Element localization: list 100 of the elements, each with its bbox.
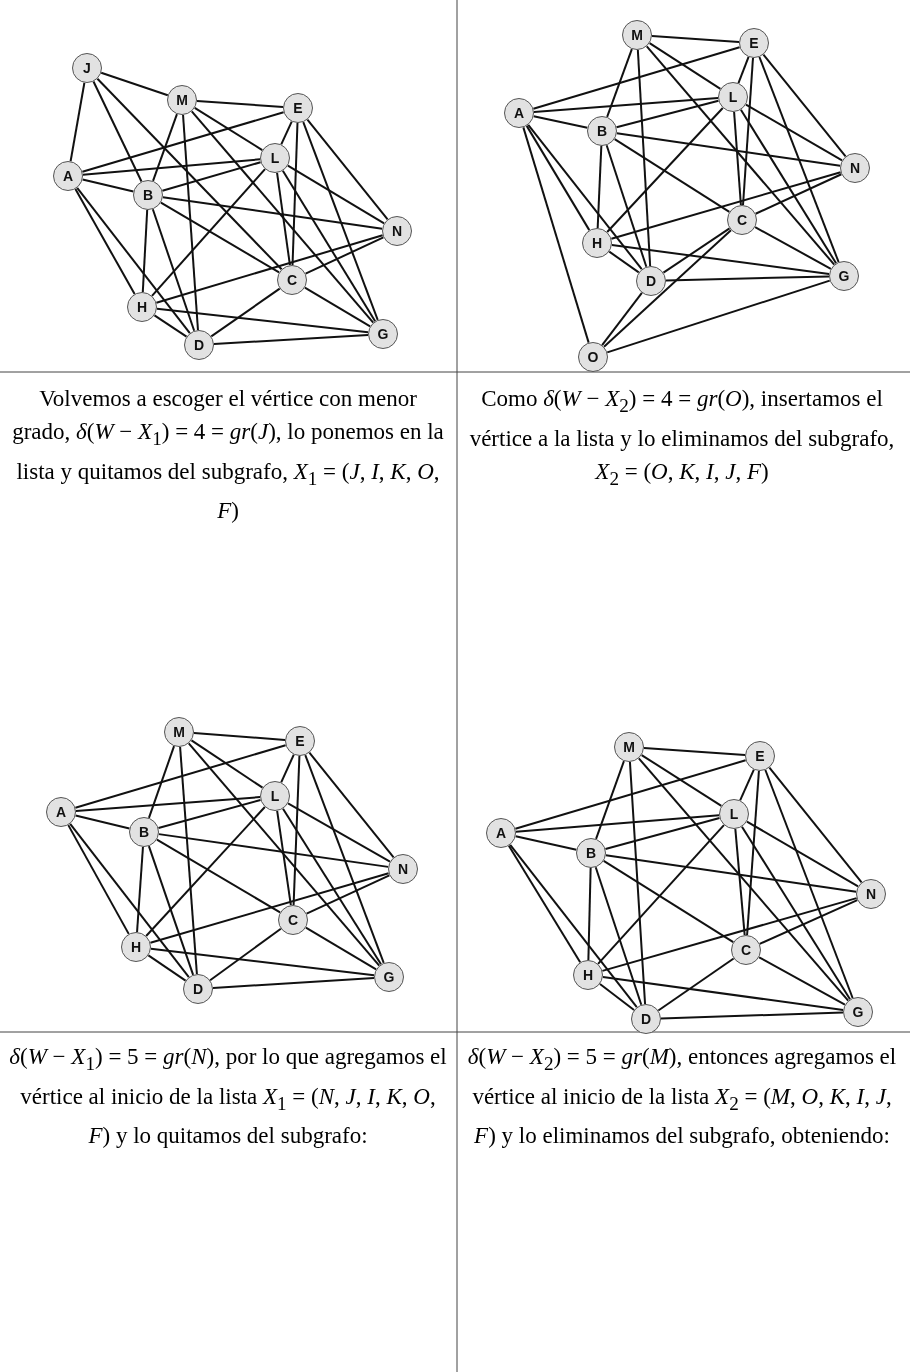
vertex-circle: D xyxy=(184,330,214,360)
graph-edge xyxy=(628,760,647,1006)
graph-edge xyxy=(606,279,831,354)
vertex-circle: D xyxy=(636,266,666,296)
vertex-circle: M xyxy=(167,85,197,115)
graph-edge xyxy=(195,100,285,108)
vertex-circle: A xyxy=(46,797,76,827)
graph-edge xyxy=(734,827,746,937)
graph-edge xyxy=(662,227,731,274)
cell-text: δ(W − X$_{2}$) = 5 = gr(M), entonces agregamos el vértice al inicio de la lista X$_{2}$ = (M, O, K, I, J, F) y lo eliminamos del subgrafo, obteniendo: xyxy=(466,1043,898,1151)
graph-edge xyxy=(74,796,262,812)
graph-edge xyxy=(76,186,191,335)
graph-edge xyxy=(100,71,169,97)
graph-edge xyxy=(615,99,720,129)
graph-edge xyxy=(758,56,840,263)
vertex-circle: N xyxy=(856,879,886,909)
vertex-circle: C xyxy=(731,935,761,965)
graph-edge xyxy=(182,113,199,332)
graph-edge xyxy=(737,56,750,84)
graph-edge xyxy=(605,144,648,268)
graph-edge xyxy=(67,824,130,935)
vertex-circle: G xyxy=(829,261,859,291)
vertex-circle: B xyxy=(133,180,163,210)
graph-edge xyxy=(514,814,721,833)
graph-edge xyxy=(282,807,382,966)
graph-edge xyxy=(187,742,381,967)
vertex-circle: B xyxy=(587,116,617,146)
vertex-circle: E xyxy=(745,741,775,771)
vertex-circle: O xyxy=(578,342,608,372)
graph-edge xyxy=(739,108,838,265)
graph-edge xyxy=(136,845,144,934)
vertex-circle: D xyxy=(183,974,213,1004)
graph-edge xyxy=(601,897,858,972)
vertex-circle: N xyxy=(382,216,412,246)
vertex-circle: G xyxy=(368,319,398,349)
graph-edge xyxy=(69,81,86,163)
vertex-circle: D xyxy=(631,1004,661,1034)
graph-edge xyxy=(532,46,741,110)
graph-edge xyxy=(147,954,187,982)
graph-edge xyxy=(648,42,722,90)
graph-edge xyxy=(665,275,830,282)
vertex-circle: M xyxy=(164,717,194,747)
graph-edge xyxy=(606,107,724,233)
graph-edge xyxy=(745,820,860,888)
graph-edge xyxy=(302,121,379,321)
graph-edge xyxy=(645,45,836,266)
graph-edge xyxy=(596,145,603,229)
vertex-circle: E xyxy=(283,93,313,123)
graph-edge xyxy=(74,744,287,809)
graph-edge xyxy=(92,80,143,183)
graph-edge xyxy=(151,208,196,332)
vertex-circle: J xyxy=(72,53,102,83)
vertex-circle: N xyxy=(388,854,418,884)
graph-edge xyxy=(640,754,723,807)
graph-edge xyxy=(602,859,735,944)
graph-edge xyxy=(594,866,643,1006)
graph-edge xyxy=(608,250,640,274)
graph-edge xyxy=(522,126,590,344)
graph-edge xyxy=(514,759,747,830)
vertex-circle: C xyxy=(278,905,308,935)
graph-edge xyxy=(281,169,377,323)
graph-edge xyxy=(192,732,287,741)
graph-edge xyxy=(742,56,754,207)
graph-edge xyxy=(155,307,370,334)
vertex-circle: A xyxy=(504,98,534,128)
graph-edge xyxy=(587,867,592,961)
graph-edge xyxy=(636,49,652,267)
graph-edge xyxy=(615,132,842,167)
graph-edge xyxy=(147,745,176,819)
graph-edge xyxy=(211,976,376,990)
graph-edge xyxy=(280,120,293,146)
graph-edge xyxy=(764,769,854,999)
graph-edge xyxy=(606,48,633,118)
graph-edge xyxy=(212,333,370,346)
graph-edge xyxy=(660,1011,844,1020)
graph-edge xyxy=(768,766,863,884)
graph-edge xyxy=(147,845,195,976)
graph-edge xyxy=(598,983,636,1011)
graph-edge xyxy=(509,843,638,1009)
vertex-circle: L xyxy=(260,143,290,173)
graph-edge xyxy=(190,110,375,324)
graph-edge xyxy=(304,236,385,275)
cell-text: Como δ(W − X$_{2}$) = 4 = gr(O), insertamos el vértice a la lista y lo eliminamos del subgrafo, X$_{2}$ = (O, K, I, J, F) xyxy=(468,385,896,491)
graph-edge xyxy=(276,171,291,267)
graph-edge xyxy=(758,956,846,1006)
graph-edge xyxy=(604,816,721,851)
vertex-circle: N xyxy=(840,153,870,183)
graph-edge xyxy=(149,872,390,944)
graph-edge xyxy=(595,760,625,840)
graph-edge xyxy=(151,168,266,297)
graph-edge xyxy=(744,103,844,162)
cell-text: Volvemos a escoger el vértice con menor grado, δ(W − X$_{1}$) = 4 = gr(J), lo ponemos en la lista y quitamos del subgrafo, X$_{1}$ = (J, I, K, O, F) xyxy=(11,385,445,526)
graph-edge xyxy=(507,844,582,964)
graph-edge xyxy=(157,798,262,830)
graph-edge xyxy=(514,835,578,851)
graph-edge xyxy=(637,757,850,1002)
graph-edge xyxy=(161,196,384,230)
graph-edge xyxy=(597,824,725,965)
vertex-circle: L xyxy=(260,781,290,811)
vertex-circle: H xyxy=(127,292,157,322)
